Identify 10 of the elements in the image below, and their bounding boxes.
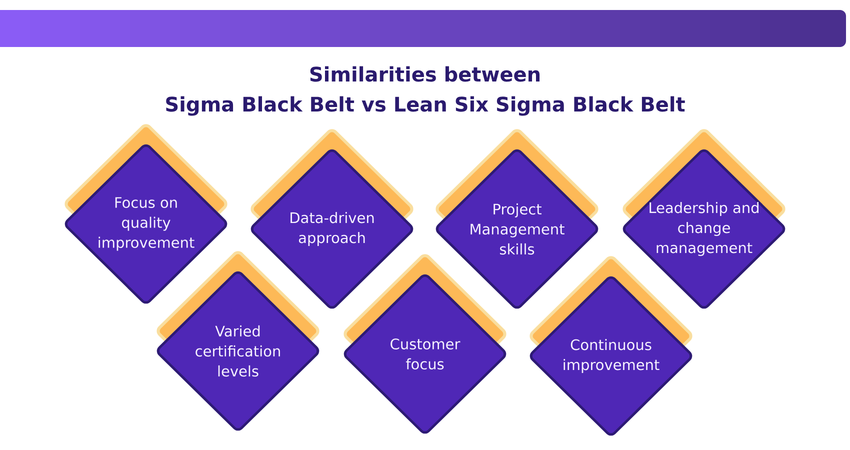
- diamond-card: Data-driven approach: [250, 129, 414, 309]
- diamond-card: Project Management skills: [436, 129, 598, 309]
- diamond-card: Customer focus: [344, 254, 506, 434]
- diamond-card: Continuous improvement: [530, 256, 692, 436]
- node-label: Customer focus: [390, 338, 460, 370]
- diamond-card: Focus on quality improvement: [64, 124, 228, 304]
- diamond-card: Varied certification levels: [156, 251, 320, 431]
- node-label: Varied certification levels: [196, 325, 280, 377]
- title: Similarities between Sigma Black Belt vs Lean Six Sigma Black Belt: [166, 66, 685, 116]
- diamond-card: Leadership and change management: [622, 129, 786, 309]
